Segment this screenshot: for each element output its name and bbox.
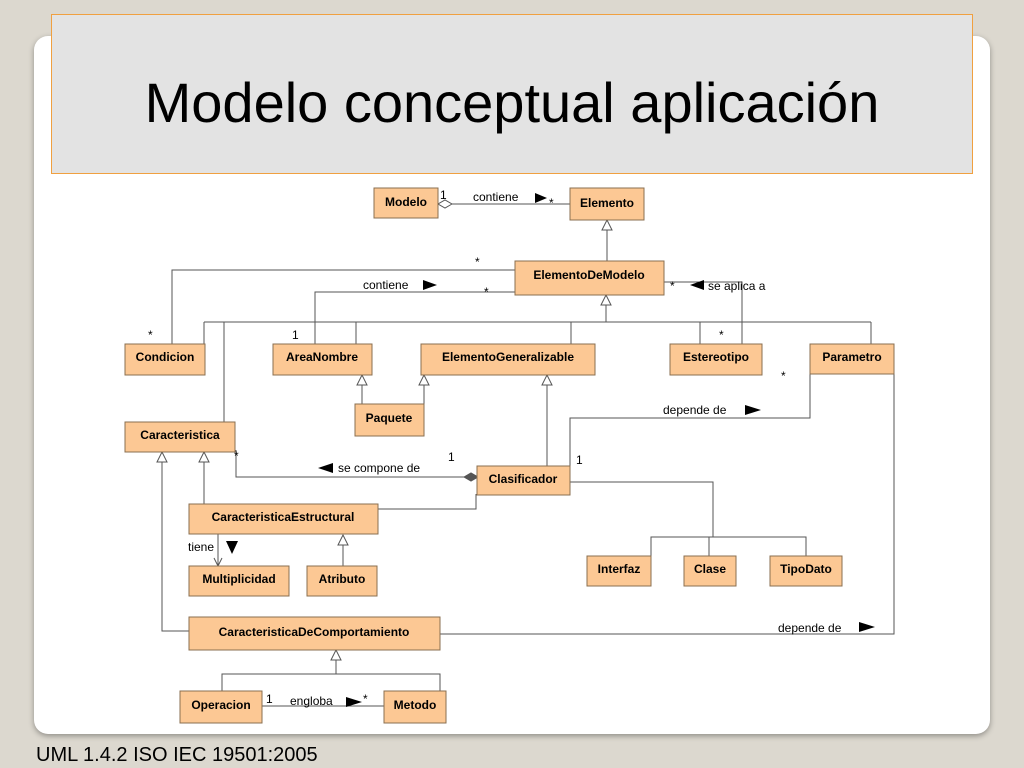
- mult-elemento: *: [549, 196, 554, 210]
- depende-de-1-link: [569, 374, 811, 468]
- assoc-label-tiene: tiene: [188, 540, 214, 554]
- sub-bus-bottom: [650, 536, 807, 557]
- assoc-label-depende-de-1: depende de: [663, 403, 727, 417]
- mult-contiene: *: [484, 285, 489, 299]
- carestructural-clasificador-link: [378, 494, 477, 510]
- class-label: Interfaz: [598, 562, 641, 576]
- direction-right-icon: [346, 697, 362, 707]
- mult-se-aplica-a: *: [670, 279, 675, 293]
- class-label: Caracteristica: [140, 428, 220, 442]
- class-label: CaracteristicaEstructural: [212, 510, 355, 524]
- assoc-label-contiene-2: contiene: [363, 278, 409, 292]
- class-label: Clasificador: [489, 472, 558, 486]
- class-label: Operacion: [191, 698, 250, 712]
- class-caracteristica-estructural[interactable]: CaracteristicaEstructural: [188, 503, 379, 535]
- mult-metodo: *: [363, 692, 368, 706]
- class-label: Condicion: [136, 350, 195, 364]
- mult-estereotipo: *: [719, 328, 724, 342]
- areanombre-contiene-link: [310, 291, 515, 361]
- mult-condicion: *: [148, 328, 153, 342]
- multiplicities: 1 * * * * * 1 * * * 1 1 1 *: [148, 188, 786, 706]
- slide-title: Modelo conceptual aplicación: [144, 71, 880, 134]
- class-modelo[interactable]: Modelo: [373, 187, 439, 219]
- estereotipo-assoc-link: [664, 281, 743, 345]
- class-parametro[interactable]: Parametro: [809, 343, 895, 375]
- direction-right-icon: [535, 193, 547, 203]
- carcomport-gen-link: [162, 452, 190, 632]
- class-label: AreaNombre: [286, 350, 358, 364]
- mult-condicion-top: *: [475, 255, 480, 269]
- uml-class-diagram: contiene contiene se aplica a depende de…: [124, 187, 895, 724]
- assoc-label-engloba: engloba: [290, 694, 333, 708]
- direction-left-icon: [318, 463, 333, 473]
- direction-right-icon: [745, 405, 761, 415]
- class-metodo[interactable]: Metodo: [383, 690, 447, 724]
- class-paquete[interactable]: Paquete: [354, 403, 425, 437]
- mult-parametro: *: [781, 369, 786, 383]
- mult-modelo: 1: [440, 188, 447, 202]
- class-label: CaracteristicaDeComportamiento: [219, 625, 410, 639]
- se-compone-de-link: [235, 450, 480, 482]
- class-label: Parametro: [822, 350, 881, 364]
- class-label: Metodo: [394, 698, 437, 712]
- class-elemento[interactable]: Elemento: [569, 187, 645, 221]
- title-box: Modelo conceptual aplicación: [51, 14, 973, 174]
- slide-caption: UML 1.4.2 ISO IEC 19501:2005: [36, 744, 318, 766]
- assoc-label-contiene-1: contiene: [473, 190, 519, 204]
- direction-right-icon: [423, 280, 437, 290]
- class-label: Estereotipo: [683, 350, 749, 364]
- class-caracteristica[interactable]: Caracteristica: [124, 421, 236, 453]
- class-label: Elemento: [580, 196, 634, 210]
- mult-clasificador-right: 1: [576, 453, 583, 467]
- assoc-label-depende-de-2: depende de: [778, 621, 842, 635]
- class-condicion[interactable]: Condicion: [124, 343, 206, 376]
- class-caracteristica-de-comportamiento[interactable]: CaracteristicaDeComportamiento: [188, 616, 441, 651]
- sub-bus: [570, 482, 714, 537]
- class-tipo-dato[interactable]: TipoDato: [769, 555, 843, 587]
- class-label: Clase: [694, 562, 726, 576]
- class-clase[interactable]: Clase: [683, 555, 737, 587]
- mult-operacion: 1: [266, 692, 273, 706]
- class-interfaz[interactable]: Interfaz: [586, 555, 652, 587]
- depende-de-2-link: [424, 374, 895, 639]
- class-atributo[interactable]: Atributo: [306, 565, 378, 597]
- condicion-assoc-link: [171, 269, 515, 346]
- class-label: ElementoGeneralizable: [442, 350, 574, 364]
- class-label: Modelo: [385, 195, 427, 209]
- class-label: ElementoDeModelo: [533, 268, 644, 282]
- mult-clasificador-left: 1: [448, 450, 455, 464]
- class-area-nombre[interactable]: AreaNombre: [272, 343, 373, 376]
- class-label: TipoDato: [780, 562, 832, 576]
- association-labels: contiene contiene se aplica a depende de…: [188, 190, 875, 708]
- class-estereotipo[interactable]: Estereotipo: [669, 343, 763, 376]
- class-label: Multiplicidad: [202, 572, 275, 586]
- class-operacion[interactable]: Operacion: [179, 690, 263, 724]
- class-elemento-generalizable[interactable]: ElementoGeneralizable: [420, 343, 596, 376]
- mult-areanombre: 1: [292, 328, 299, 342]
- class-multiplicidad[interactable]: Multiplicidad: [188, 565, 290, 597]
- mult-caracteristica: *: [234, 449, 239, 463]
- class-label: Atributo: [319, 572, 366, 586]
- direction-right-icon: [859, 622, 875, 632]
- class-elemento-de-modelo[interactable]: ElementoDeModelo: [514, 260, 665, 296]
- comport-sub-bus: [221, 673, 441, 692]
- class-label: Paquete: [366, 411, 413, 425]
- direction-left-icon: [690, 280, 704, 290]
- connectors: [162, 199, 895, 707]
- direction-down-icon: [226, 541, 238, 554]
- class-clasificador[interactable]: Clasificador: [476, 465, 571, 496]
- assoc-label-se-compone-de: se compone de: [338, 461, 420, 475]
- assoc-label-se-aplica-a: se aplica a: [708, 279, 766, 293]
